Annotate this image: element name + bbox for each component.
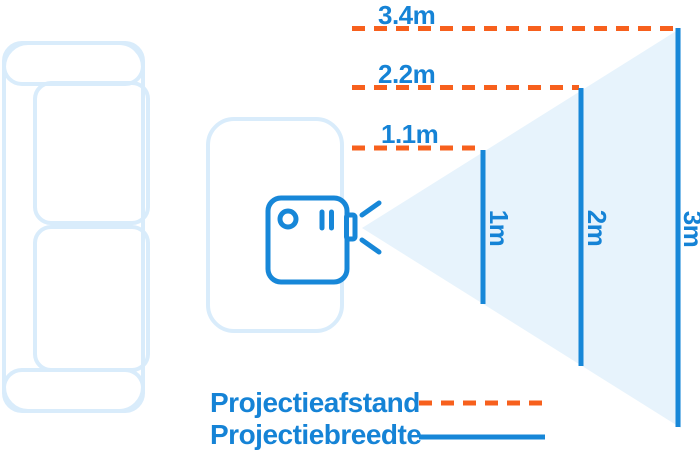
sofa-armrest-top [2, 41, 145, 86]
sofa-armrest-bottom [2, 368, 145, 413]
width-label-3: 3m [678, 211, 700, 248]
width-label-2: 2m [582, 210, 612, 247]
distance-label-3: 3.4m [378, 0, 435, 30]
legend: Projectieafstand Projectiebreedte [210, 387, 546, 450]
distance-label-2: 2.2m [378, 59, 435, 89]
width-label-1: 1m [484, 210, 514, 247]
sofa-outline [2, 41, 150, 413]
sofa-cushion-2 [33, 225, 150, 372]
projection-beam [362, 28, 681, 428]
legend-distance-label: Projectieafstand [210, 387, 420, 418]
projector-lens [344, 212, 358, 242]
projector-ray-bottom [359, 237, 382, 255]
projector-dot [277, 208, 299, 230]
sofa-cushion-1 [33, 81, 150, 225]
distance-label-1: 1.1m [381, 119, 438, 149]
projector-icon [265, 195, 382, 285]
projector-body [265, 195, 350, 285]
legend-width-label: Projectiebreedte [210, 419, 421, 450]
projector-ray-top [359, 200, 382, 218]
